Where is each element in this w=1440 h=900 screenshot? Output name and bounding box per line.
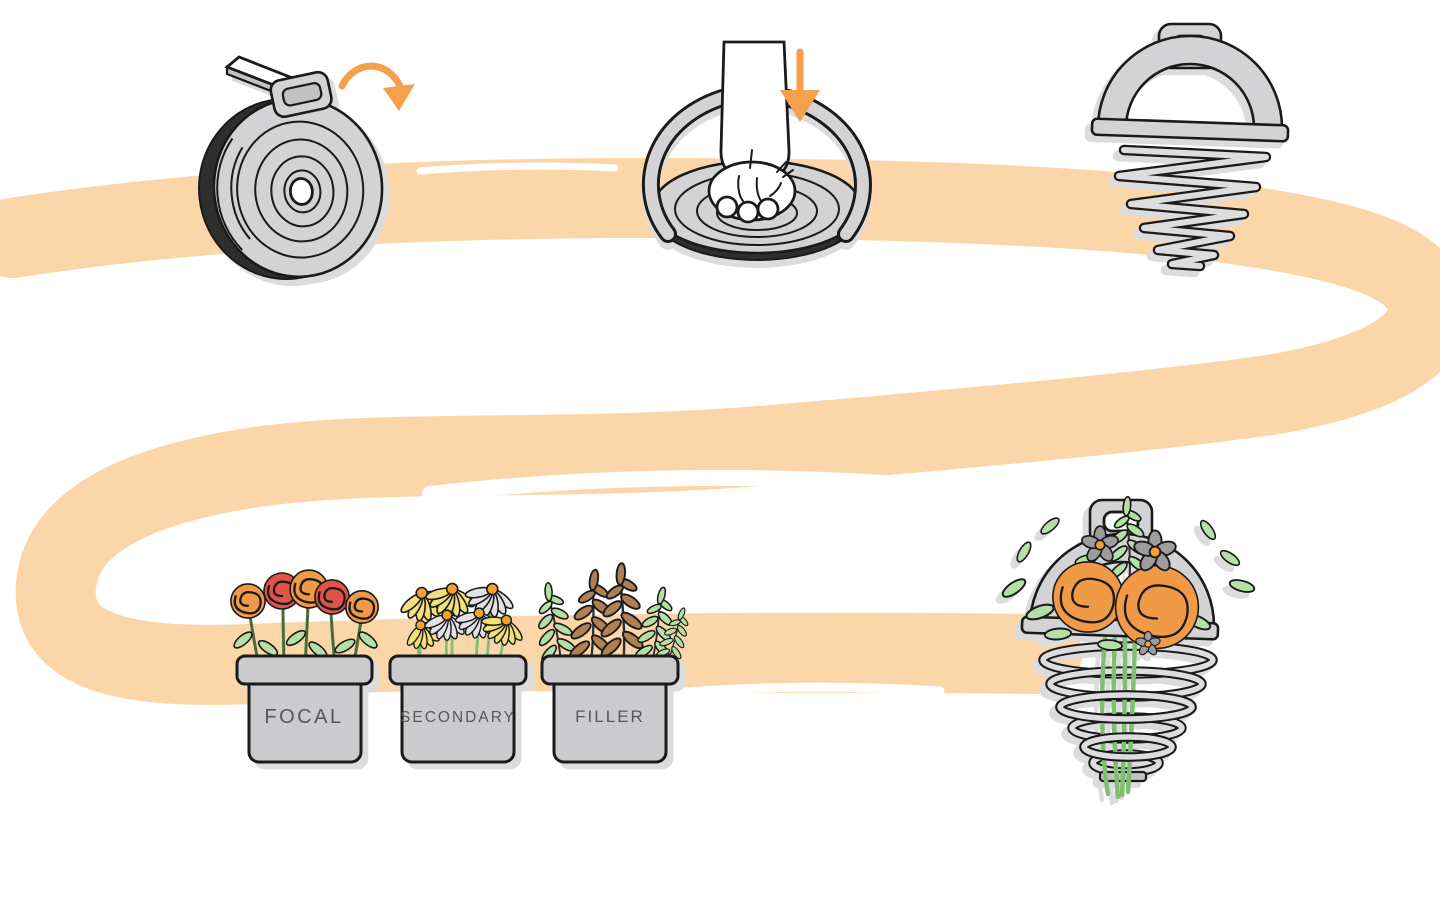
bucket-label-secondary: SECONDARY (400, 709, 516, 726)
spring-tool-dome (1096, 34, 1284, 130)
step-expanded-spring-tool (1090, 22, 1290, 272)
bucket-secondary: SECONDARY (388, 654, 528, 764)
press-tool-handles (641, 89, 872, 243)
hand-pressing (707, 40, 797, 224)
bucket-label-filler: FILLER (575, 707, 645, 726)
arrangement-stems (1099, 629, 1138, 800)
spring-coil (1113, 144, 1272, 272)
step-press-tool (641, 40, 872, 261)
bucket-label-focal: FOCAL (264, 706, 343, 728)
bucket-filler: FILLER (540, 654, 680, 764)
step-coiled-tool (198, 55, 384, 281)
rotate-arrow-icon (338, 62, 415, 111)
coil-handle-tab (269, 70, 333, 119)
final-arrangement (999, 495, 1257, 800)
press-down-arrow-icon (780, 48, 820, 122)
bucket-focal: FOCAL (235, 654, 374, 764)
spring-tool-base-bar (1090, 117, 1290, 143)
